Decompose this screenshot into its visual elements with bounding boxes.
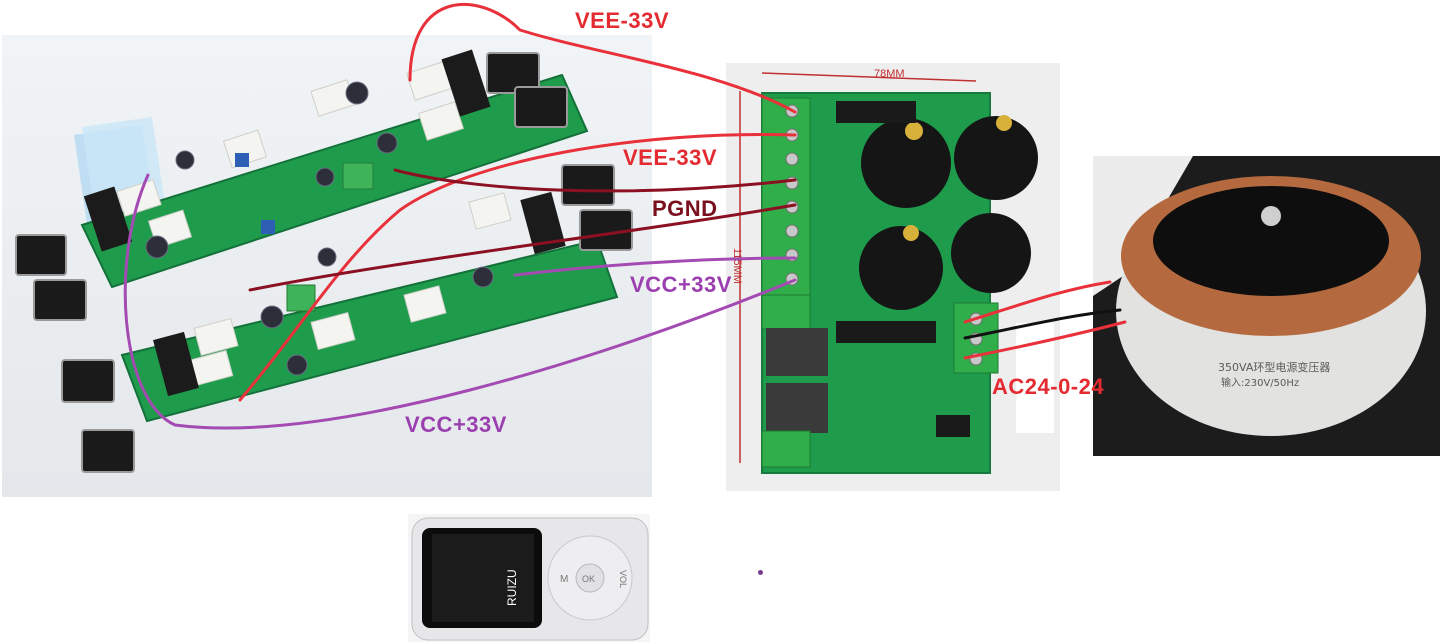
player-ok: OK xyxy=(582,574,595,584)
wire-ac-2 xyxy=(963,308,1122,340)
stray-dot xyxy=(758,570,763,575)
player-m: M xyxy=(560,574,568,585)
label-vee-mid: VEE-33V xyxy=(623,145,717,170)
mp3-player-photo: RUIZU OK M VOL xyxy=(408,514,650,642)
player-brand: RUIZU xyxy=(505,569,519,606)
wire-ac-3 xyxy=(963,320,1127,360)
width-dimension: 78MM xyxy=(874,68,905,80)
label-ac: AC24-0-24 xyxy=(992,374,1105,399)
wire-vee-top xyxy=(408,2,797,114)
height-dimension: 115MM xyxy=(731,248,743,284)
amplifier-boards-photo xyxy=(2,35,652,497)
wire-vcc-right xyxy=(513,256,797,277)
wire-pgnd-2 xyxy=(248,203,797,292)
label-vee-top: VEE-33V xyxy=(575,8,669,33)
player-vol: VOL xyxy=(618,570,628,588)
label-vcc-right: VCC+33V xyxy=(630,272,732,297)
wire-ac-1 xyxy=(963,280,1112,324)
toroidal-transformer-photo: 350VA环型电源变压器 输入:230V/50Hz xyxy=(1093,156,1440,456)
wire-vee-mid xyxy=(238,133,797,402)
transformer-rating: 350VA环型电源变压器 xyxy=(1218,360,1330,374)
amp-board-lower xyxy=(120,238,619,423)
filter-capacitors xyxy=(859,115,1038,310)
wire-vcc-bottom xyxy=(123,173,797,430)
wire-pgnd-1 xyxy=(393,168,797,193)
transformer-input: 输入:230V/50Hz xyxy=(1221,376,1299,389)
label-vcc-bottom: VCC+33V xyxy=(405,412,507,437)
label-pgnd: PGND xyxy=(652,196,718,221)
